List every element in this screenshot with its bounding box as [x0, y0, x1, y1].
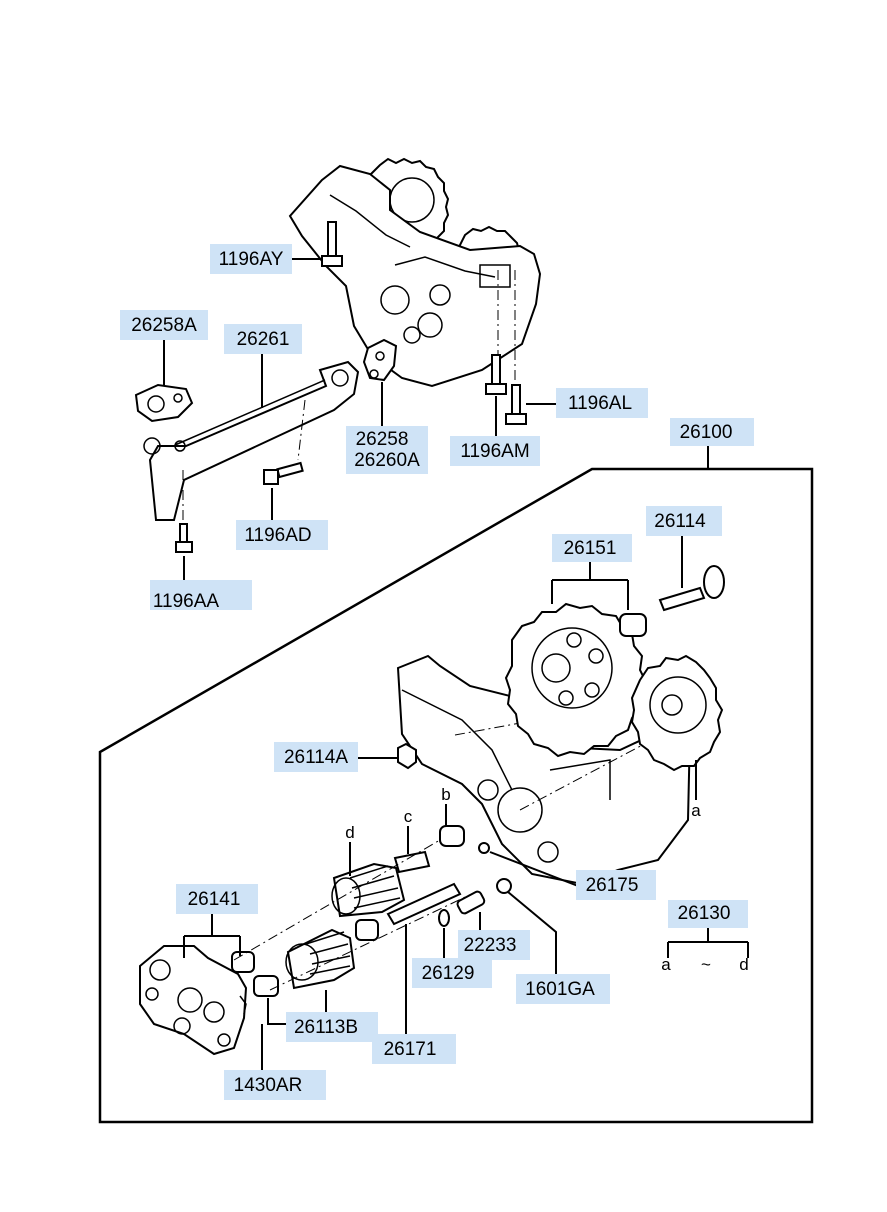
- svg-text:26261: 26261: [237, 329, 290, 350]
- label-1196AL: 1196AL: [556, 388, 648, 418]
- washer-26129: [438, 909, 450, 960]
- bolt-1196AM: [485, 354, 507, 436]
- label-26258A: 26258A: [120, 310, 208, 340]
- label-1196AM: 1196AM: [450, 436, 540, 466]
- nut-26114A: [354, 742, 417, 770]
- bolt-1196AY: [290, 221, 343, 267]
- pump-cover-26141: [139, 839, 481, 1056]
- svg-text:26175: 26175: [586, 875, 639, 896]
- label-1196AY: 1196AY: [210, 244, 292, 274]
- bolt-1196AL: [505, 384, 558, 425]
- svg-text:26171: 26171: [384, 1039, 437, 1060]
- callout-b: b: [441, 785, 450, 804]
- rotor-shaft-c: [393, 826, 431, 874]
- callout-c: c: [404, 807, 413, 826]
- label-26113B: 26113B: [286, 1012, 378, 1042]
- bolt-1196AD: [263, 461, 304, 522]
- svg-text:1430AR: 1430AR: [234, 1075, 303, 1096]
- shaft-26114: [658, 534, 725, 612]
- label-26175: 26175: [576, 870, 656, 900]
- svg-text:26100: 26100: [680, 422, 733, 443]
- pin-26175: [478, 842, 579, 887]
- label-26258: 26258: [346, 426, 428, 450]
- svg-text:22233: 22233: [464, 935, 517, 956]
- svg-text:26258: 26258: [356, 429, 409, 450]
- shaft-26171: [386, 882, 462, 1036]
- label-26141: 26141: [176, 884, 258, 914]
- svg-text:26151: 26151: [564, 538, 617, 559]
- pin-1430AR: [239, 995, 263, 1072]
- svg-text:26113B: 26113B: [294, 1017, 358, 1038]
- label-1601GA: 1601GA: [516, 974, 610, 1004]
- svg-text:1196AY: 1196AY: [219, 249, 284, 270]
- rotor-26113B: [285, 919, 379, 990]
- range-start-letter: a: [661, 955, 671, 974]
- svg-text:26130: 26130: [678, 903, 731, 924]
- gasket-26258A: [134, 338, 194, 423]
- bolt-1196AA: [175, 470, 193, 580]
- bushing-b: [439, 804, 465, 847]
- gear-driven: [630, 654, 724, 800]
- range-separator: ~: [701, 955, 711, 974]
- upper-oil-pump-assembly: [288, 157, 542, 388]
- label-26100: 26100: [670, 418, 754, 446]
- range-bracket-26130: [667, 926, 749, 958]
- label-26129: 26129: [412, 958, 492, 988]
- label-26260A: 26260A: [346, 448, 428, 474]
- label-22233: 22233: [458, 930, 530, 960]
- svg-text:1601GA: 1601GA: [525, 979, 595, 1000]
- callout-d: d: [345, 823, 354, 842]
- gear-26151: [504, 559, 648, 758]
- svg-text:1196AD: 1196AD: [244, 525, 311, 546]
- svg-text:1196AM: 1196AM: [460, 441, 529, 462]
- spring-22233: [456, 890, 486, 930]
- svg-text:26114: 26114: [654, 511, 706, 532]
- svg-text:26114A: 26114A: [284, 747, 348, 768]
- oil-pipe-26261: [143, 352, 360, 521]
- label-26130: 26130: [668, 900, 748, 928]
- svg-text:26260A: 26260A: [354, 450, 420, 471]
- svg-text:26129: 26129: [422, 963, 475, 984]
- svg-text:26141: 26141: [188, 889, 241, 910]
- callout-a: a: [691, 801, 701, 820]
- label-1196AA: 1196AA: [150, 580, 252, 612]
- label-26151: 26151: [552, 534, 632, 562]
- svg-text:26258A: 26258A: [131, 315, 197, 336]
- label-26171: 26171: [372, 1034, 456, 1064]
- range-end-letter: d: [739, 955, 748, 974]
- svg-text:1196AL: 1196AL: [568, 393, 632, 414]
- rotor-d: [331, 842, 406, 918]
- svg-text:1196AA: 1196AA: [153, 591, 220, 612]
- label-26261: 26261: [224, 324, 302, 354]
- label-1196AD: 1196AD: [236, 520, 328, 550]
- bushing-26151: [619, 613, 647, 637]
- label-1430AR: 1430AR: [224, 1070, 326, 1100]
- assembly-26100-frame: [98, 467, 814, 1124]
- gasket-26258: [362, 338, 398, 428]
- label-26114: 26114: [646, 506, 722, 536]
- ball-1601GA: [496, 878, 557, 976]
- label-26114A: 26114A: [274, 742, 358, 772]
